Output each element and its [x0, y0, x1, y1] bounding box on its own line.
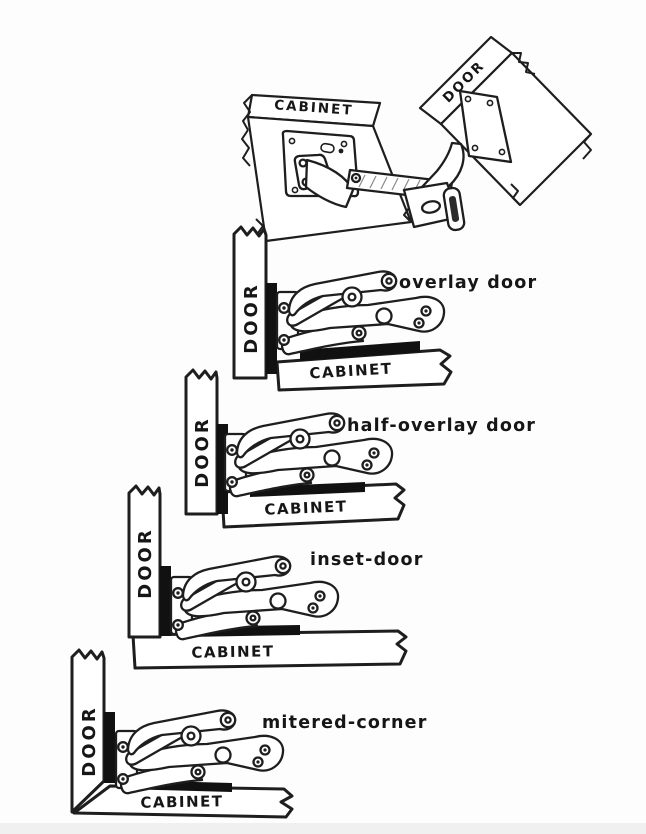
cabinet-mount-strip	[300, 341, 420, 361]
door-board	[127, 484, 162, 639]
door-mount-strip	[266, 283, 277, 374]
cabinet-label: CABINET	[191, 642, 274, 661]
iso-door-mounting-plate	[402, 89, 513, 232]
cabinet-label: CABINET	[264, 497, 348, 519]
door-mount-strip	[104, 712, 115, 783]
door-label: DOOR	[241, 282, 262, 353]
cabinet-label: CABINET	[309, 359, 393, 382]
door-board	[70, 648, 106, 814]
door-label: DOOR	[192, 416, 213, 487]
door-board	[232, 225, 268, 380]
door-label: DOOR	[135, 527, 156, 598]
isometric-hinge-view: CABINET DOOR	[241, 35, 593, 243]
door-mount-strip	[160, 566, 171, 636]
section-overlay-door: DOOR CABINET overlay door	[232, 225, 537, 392]
hinge-cross-section	[114, 709, 285, 795]
section-inset-door: DOOR CABINET inset-door	[127, 484, 424, 670]
type-label-inset-door: inset-door	[310, 550, 424, 570]
cabinet-board	[275, 348, 453, 392]
door-label: DOOR	[79, 705, 100, 776]
cabinet-label: CABINET	[140, 792, 223, 811]
iso-cabinet-label: CABINET	[274, 97, 354, 119]
cabinet-board	[131, 629, 408, 670]
type-label-mitered-corner: mitered-corner	[262, 713, 428, 733]
door-board	[184, 368, 219, 516]
section-mitered-corner: DOOR CABINET mitered-corner	[70, 648, 428, 819]
type-label-overlay-door: overlay door	[399, 273, 537, 293]
door-mount-strip	[217, 424, 228, 514]
type-label-half-overlay-door: half-overlay door	[347, 416, 536, 436]
scan-edge-shading	[0, 823, 646, 834]
section-half-overlay-door: DOOR CABINET half-overlay door	[184, 368, 536, 529]
